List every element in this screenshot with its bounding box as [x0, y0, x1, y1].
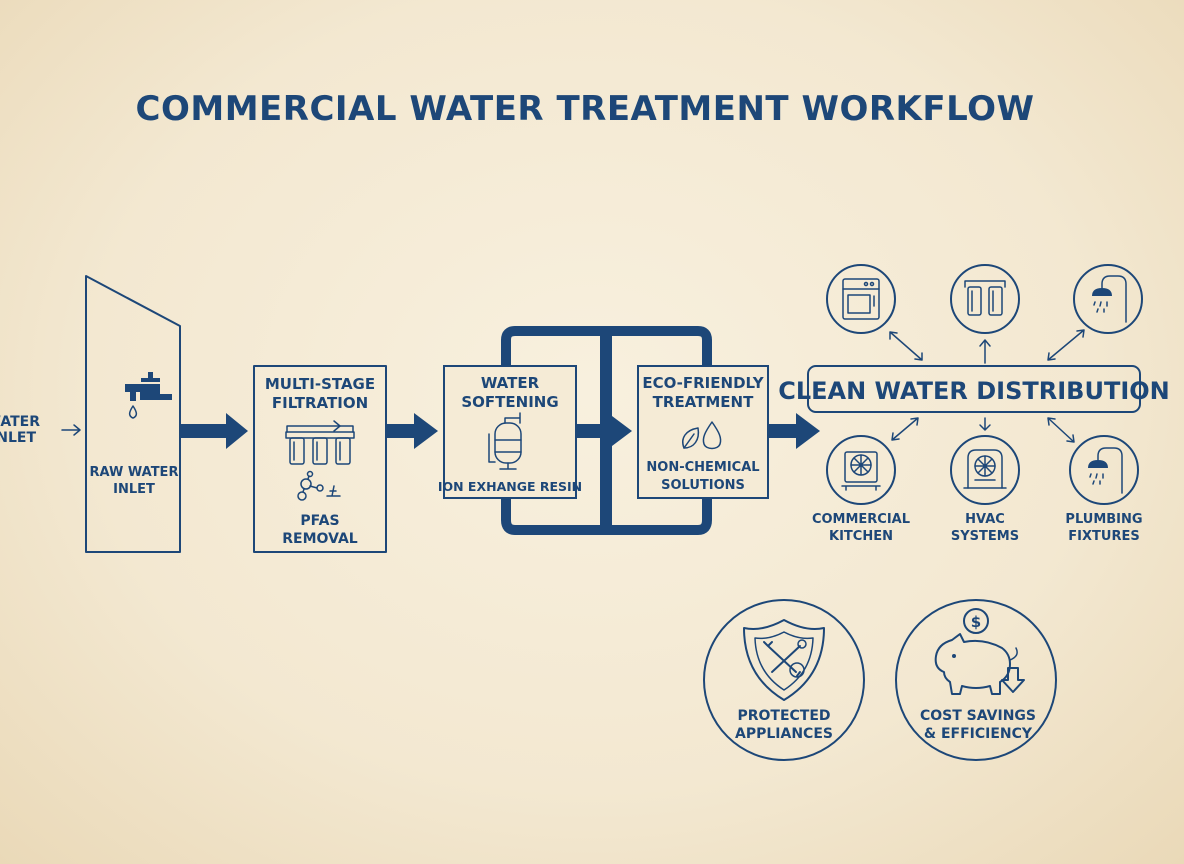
endpoint-kitchen: COMMERCIAL KITCHEN [812, 435, 910, 544]
protected-line1: PROTECTED [737, 708, 830, 724]
benefit-protected: PROTECTED APPLIANCES [703, 599, 865, 761]
molecule-icon [297, 470, 341, 501]
plumbing-line1: PLUMBING [1065, 512, 1142, 527]
filter-cartridge-icon [964, 280, 1006, 316]
distribution-label: CLEAN WATER DISTRIBUTION [778, 377, 1170, 405]
page-title: COMMERCIAL WATER TREATMENT WORKFLOW [136, 89, 1035, 129]
hvac-line1: HVAC [965, 512, 1005, 527]
softener-tank-icon [488, 412, 522, 470]
shield-wrench-icon [743, 619, 825, 701]
endpoint-hvac: HVAC SYSTEMS [950, 435, 1020, 544]
softening-title-2: SOFTENING [461, 393, 558, 411]
distribution-connectors [889, 329, 1085, 443]
faucet-icon [125, 372, 172, 419]
shower-icon [1088, 447, 1123, 494]
endpoint-filter [950, 264, 1020, 334]
inlet-box-line1: RAW WATER [90, 465, 179, 480]
flow-arrow-2 [386, 413, 438, 449]
eco-title-2: TREATMENT [653, 393, 754, 411]
raw-water-inlet-box: RAW WATER INLET [85, 275, 181, 553]
kitchen-line1: COMMERCIAL [812, 512, 910, 527]
eco-sub-1: NON-CHEMICAL [646, 460, 759, 475]
benefit-savings: $ COST SAVINGS & EFFICIENCY [895, 599, 1057, 761]
kitchen-fan-icon [841, 451, 881, 491]
side-inlet-line1: RAW WATER [0, 414, 40, 430]
eco-title-1: ECO-FRIENDLY [642, 374, 764, 392]
side-inlet-label: RAW WATER INLET [0, 414, 81, 446]
softening-sub: ION EXHANGE RESIN [438, 479, 582, 494]
filtration-title-1: MULTI-STAGE [265, 375, 375, 393]
endpoint-plumbing: PLUMBING FIXTURES [1065, 435, 1143, 544]
hvac-unit-icon [963, 449, 1007, 489]
svg-text:$: $ [971, 613, 981, 631]
leaf-drop-icon [682, 421, 722, 450]
side-inlet-arrow [61, 424, 81, 436]
eco-sub-2: SOLUTIONS [661, 478, 745, 493]
filtration-sub-1: PFAS [300, 513, 339, 529]
filtration-title-2: FILTRATION [272, 394, 368, 412]
piggy-bank-icon: $ [934, 608, 1025, 695]
filtration-box: MULTI-STAGE FILTRATION PFAS REMOVAL [253, 365, 387, 553]
softening-title-1: WATER [481, 374, 540, 392]
flow-arrow-1 [180, 413, 248, 449]
savings-line1: COST SAVINGS [920, 708, 1036, 724]
endpoint-shower-top [1073, 264, 1143, 334]
plumbing-line2: FIXTURES [1068, 529, 1139, 544]
flow-arrow-4 [768, 413, 820, 449]
kitchen-line2: KITCHEN [829, 529, 893, 544]
triple-filter-icon [285, 420, 355, 465]
softening-box: WATER SOFTENING ION EXHANGE RESIN [438, 365, 582, 499]
savings-line2: & EFFICIENCY [924, 726, 1033, 742]
distribution-box: CLEAN WATER DISTRIBUTION [778, 365, 1170, 413]
eco-box: ECO-FRIENDLY TREATMENT NON-CHEMICAL SOLU… [637, 365, 769, 499]
protected-line2: APPLIANCES [735, 726, 833, 742]
inlet-box-line2: INLET [113, 482, 155, 497]
hvac-line2: SYSTEMS [951, 529, 1019, 544]
shower-icon [1092, 275, 1127, 323]
dishwasher-icon [842, 278, 880, 320]
filtration-sub-2: REMOVAL [282, 531, 358, 547]
side-inlet-line2: INLET [0, 430, 36, 446]
endpoint-dishwasher [826, 264, 896, 334]
bypass-loop [501, 326, 712, 535]
